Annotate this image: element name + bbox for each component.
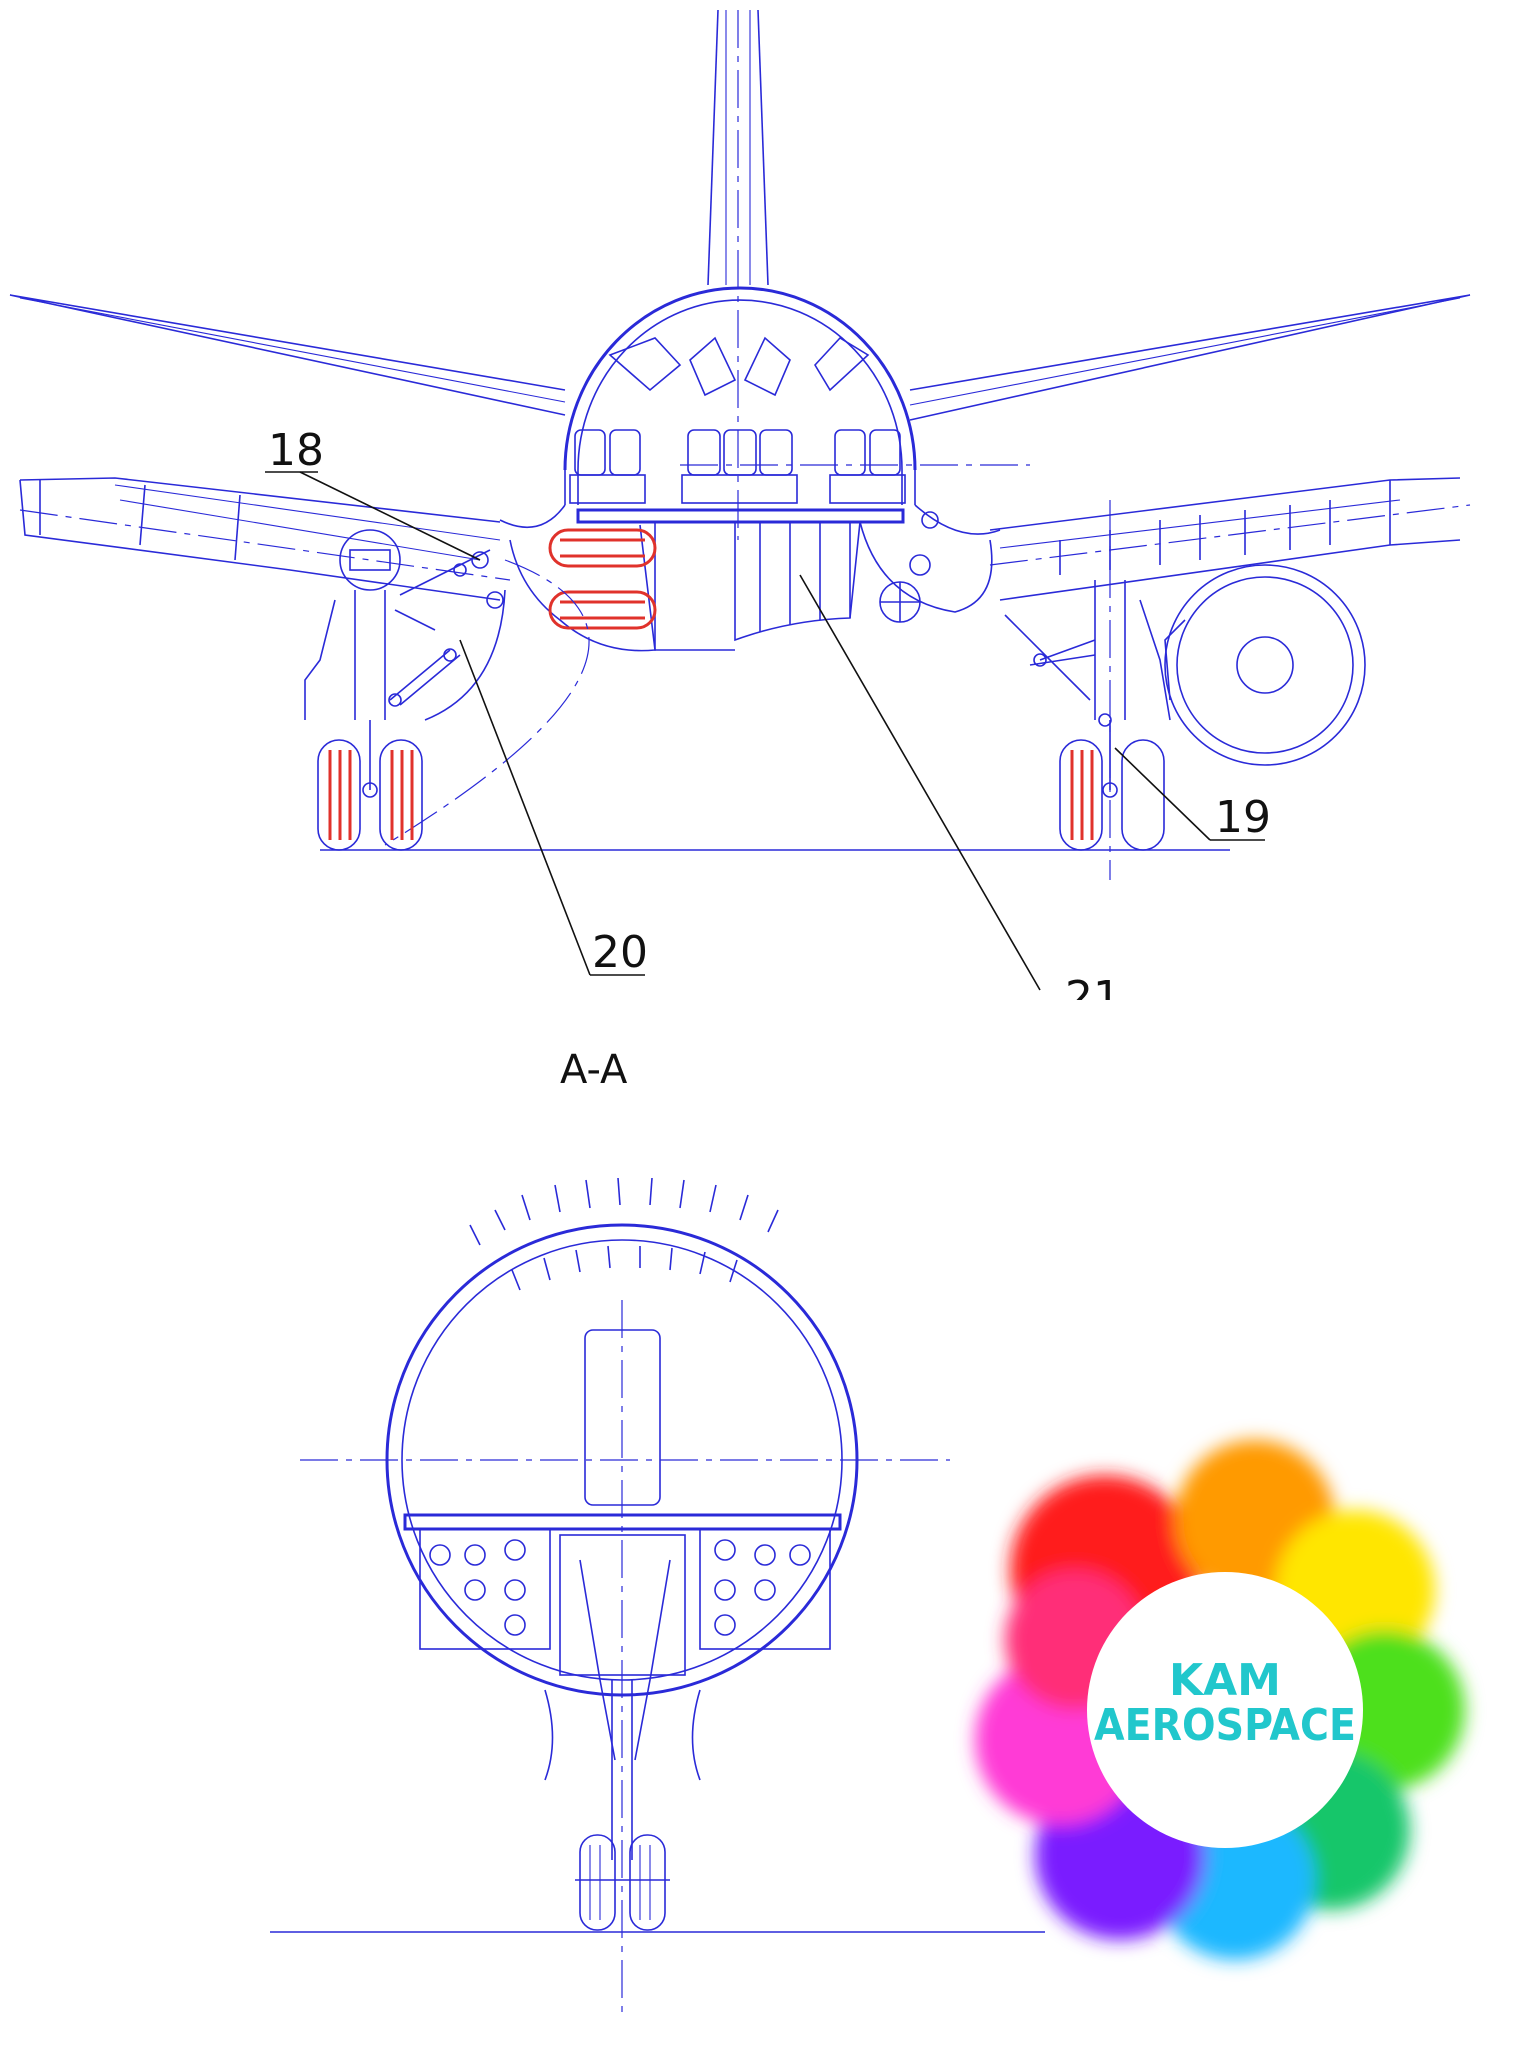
kam-aerospace-logo: KAM AEROSPACE [975,1440,1465,1960]
stowed-wheel-left [548,528,657,630]
fuselage-section [563,286,1030,651]
section-a-a-view [270,1177,1045,2015]
right-wing [989,477,1471,601]
callout-19: 19 [1215,792,1271,843]
leader-lines [265,471,1265,991]
skin-tick-marks [469,1177,779,1291]
section-title: A-A [560,1047,628,1093]
callout-18: 18 [268,425,324,476]
logo-line-1: KAM [1169,1655,1281,1706]
left-main-gear [304,529,504,851]
nose-gear [544,1534,701,1931]
passenger-seats [569,429,906,504]
horizontal-stabilizer [9,294,1471,421]
logo-line-2: AEROSPACE [1094,1700,1356,1751]
vertical-tail [707,9,769,540]
front-view: 18 19 20 21 [9,9,1471,1030]
cargo-bays [419,1528,831,1650]
right-main-gear [1004,500,1171,880]
engine-nacelle [1164,564,1366,766]
callout-20: 20 [592,927,648,978]
